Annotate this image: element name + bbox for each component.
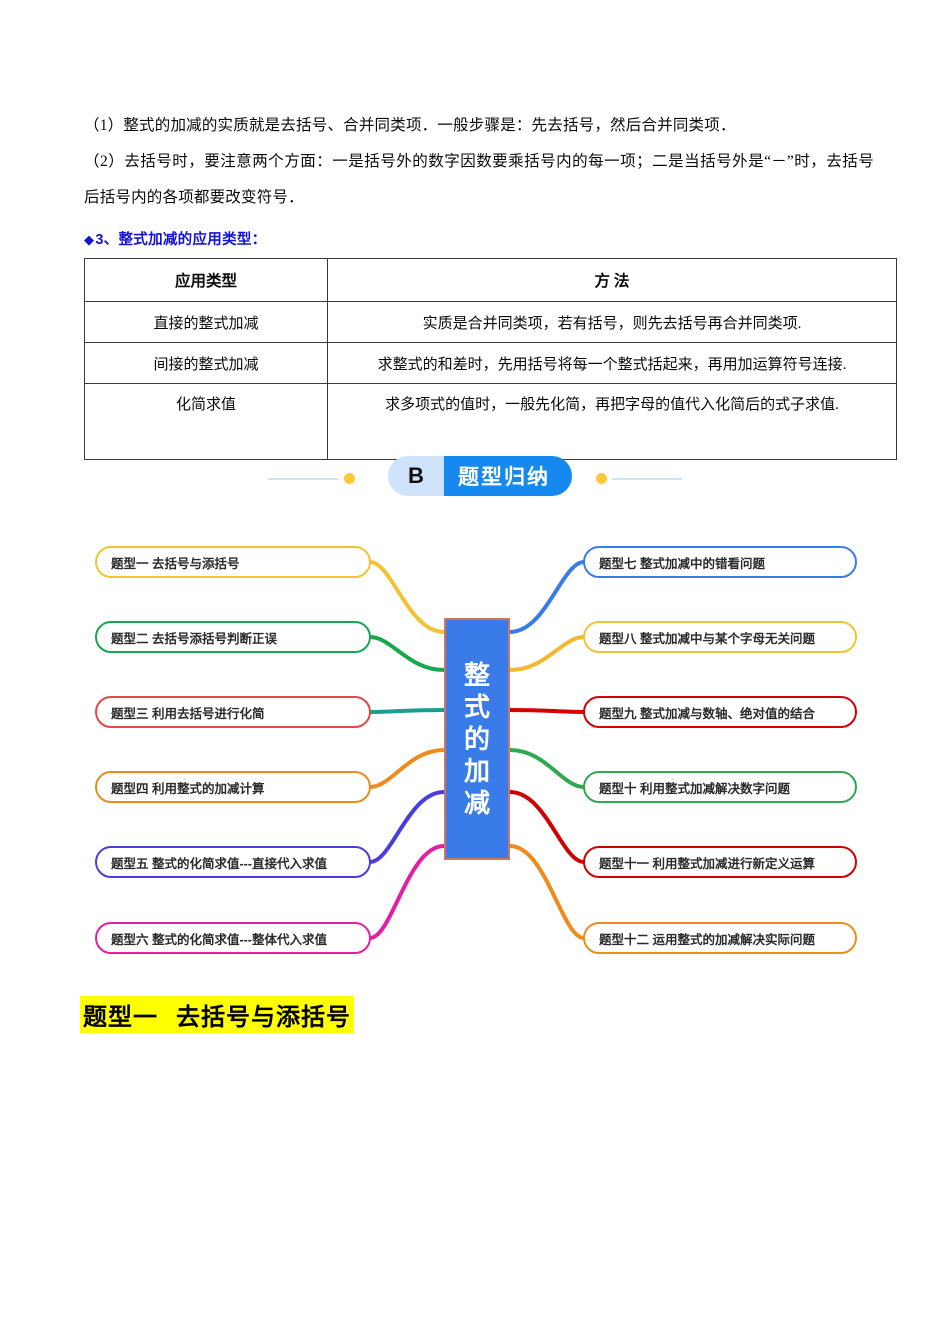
table-cell-method-1: 实质是合并同类项，若有括号，则先去括号再合并同类项. <box>327 301 897 343</box>
section-banner <box>0 450 950 508</box>
mindmap-node-label: 题型二 去括号添括号判断正误 <box>111 631 277 646</box>
mindmap: 题型一 去括号与添括号 题型二 去括号添括号判断正误 题型三 利用去括号进行化简… <box>0 530 950 980</box>
mindmap-node-label: 题型四 利用整式的加减计算 <box>111 781 265 796</box>
mindmap-center-char-1: 整 <box>463 660 490 690</box>
table-cell-type-3: 化简求值 <box>84 383 328 460</box>
application-types-table-wrap: 应用类型 方 法 直接的整式加减 实质是合并同类项，若有括号，则先去括号再合并同… <box>84 258 897 460</box>
table-cell-method-3: 求多项式的值时，一般先化简，再把字母的值代入化简后的式子求值. <box>327 383 897 460</box>
mindmap-node-right-10[interactable]: 题型十 利用整式加减解决数字问题 <box>583 771 857 803</box>
banner-rule-left <box>268 478 338 480</box>
bottom-section-heading: 题型一去括号与添括号 <box>80 996 354 1033</box>
table-row: 直接的整式加减 实质是合并同类项，若有括号，则先去括号再合并同类项. <box>84 301 897 343</box>
section-banner-pill: B 题型归纳 <box>388 456 572 496</box>
banner-dot-left-icon <box>344 473 355 484</box>
mindmap-node-left-5[interactable]: 题型五 整式的化简求值---直接代入求值 <box>95 846 371 878</box>
mindmap-center-char-2: 式 <box>463 692 490 722</box>
notes-block: （1）整式的加减的实质就是去括号、合并同类项．一般步骤是：先去括号，然后合并同类… <box>84 108 874 216</box>
mindmap-node-label: 题型十二 运用整式的加减解决实际问题 <box>599 932 815 947</box>
note-line-1: （1）整式的加减的实质就是去括号、合并同类项．一般步骤是：先去括号，然后合并同类… <box>84 117 736 134</box>
mindmap-node-left-1[interactable]: 题型一 去括号与添括号 <box>95 546 371 578</box>
table-row: 化简求值 求多项式的值时，一般先化简，再把字母的值代入化简后的式子求值. <box>84 383 897 460</box>
section-banner-letter: B <box>388 456 444 496</box>
mindmap-center-char-5: 减 <box>463 788 490 818</box>
mindmap-node-label: 题型七 整式加减中的错看问题 <box>599 556 765 571</box>
section-banner-title: 题型归纳 <box>444 456 572 496</box>
mindmap-node-label: 题型十 利用整式加减解决数字问题 <box>599 781 790 796</box>
mindmap-node-left-4[interactable]: 题型四 利用整式的加减计算 <box>95 771 371 803</box>
table-cell-method-2: 求整式的和差时，先用括号将每一个整式括起来，再用加运算符号连接. <box>327 342 897 384</box>
mindmap-node-label: 题型八 整式加减中与某个字母无关问题 <box>599 631 815 646</box>
table-header-row: 应用类型 方 法 <box>84 258 897 302</box>
mindmap-node-label: 题型一 去括号与添括号 <box>111 556 240 571</box>
mindmap-node-label: 题型十一 利用整式加减进行新定义运算 <box>599 856 815 871</box>
mindmap-node-left-2[interactable]: 题型二 去括号添括号判断正误 <box>95 621 371 653</box>
bottom-heading-text: 去括号与添括号 <box>176 1004 351 1031</box>
diamond-bullet-icon: ◆ <box>84 232 95 247</box>
mindmap-node-right-12[interactable]: 题型十二 运用整式的加减解决实际问题 <box>583 922 857 954</box>
mindmap-node-right-8[interactable]: 题型八 整式加减中与某个字母无关问题 <box>583 621 857 653</box>
mindmap-node-label: 题型九 整式加减与数轴、绝对值的结合 <box>599 706 815 721</box>
note-line-2: （2）去括号时，要注意两个方面：一是括号外的数字因数要乘括号内的每一项；二是当括… <box>84 153 874 206</box>
table-cell-type-1: 直接的整式加减 <box>84 301 328 343</box>
banner-rule-right <box>612 478 682 480</box>
mindmap-node-label: 题型六 整式的化简求值---整体代入求值 <box>111 932 327 947</box>
bottom-heading-prefix: 题型一 <box>83 1004 158 1031</box>
table-cell-type-2: 间接的整式加减 <box>84 342 328 384</box>
mindmap-node-label: 题型三 利用去括号进行化简 <box>111 706 265 721</box>
mindmap-node-left-6[interactable]: 题型六 整式的化简求值---整体代入求值 <box>95 922 371 954</box>
section-heading-3: ◆3、整式加减的应用类型： <box>84 228 266 249</box>
application-types-table: 应用类型 方 法 直接的整式加减 实质是合并同类项，若有括号，则先去括号再合并同… <box>84 258 897 460</box>
section-heading-3-text: 3、整式加减的应用类型： <box>95 232 267 248</box>
table-header-cell-method: 方 法 <box>327 258 897 302</box>
mindmap-center-char-4: 加 <box>463 756 490 786</box>
mindmap-center-node[interactable]: 整 式 的 加 减 <box>444 618 510 860</box>
mindmap-center-char-3: 的 <box>463 724 490 754</box>
mindmap-node-left-3[interactable]: 题型三 利用去括号进行化简 <box>95 696 371 728</box>
mindmap-connectors <box>368 560 586 940</box>
banner-dot-right-icon <box>596 473 607 484</box>
mindmap-node-right-11[interactable]: 题型十一 利用整式加减进行新定义运算 <box>583 846 857 878</box>
table-row: 间接的整式加减 求整式的和差时，先用括号将每一个整式括起来，再用加运算符号连接. <box>84 342 897 384</box>
mindmap-node-right-9[interactable]: 题型九 整式加减与数轴、绝对值的结合 <box>583 696 857 728</box>
mindmap-node-right-7[interactable]: 题型七 整式加减中的错看问题 <box>583 546 857 578</box>
table-header-cell-type: 应用类型 <box>84 258 328 302</box>
mindmap-node-label: 题型五 整式的化简求值---直接代入求值 <box>111 856 327 871</box>
